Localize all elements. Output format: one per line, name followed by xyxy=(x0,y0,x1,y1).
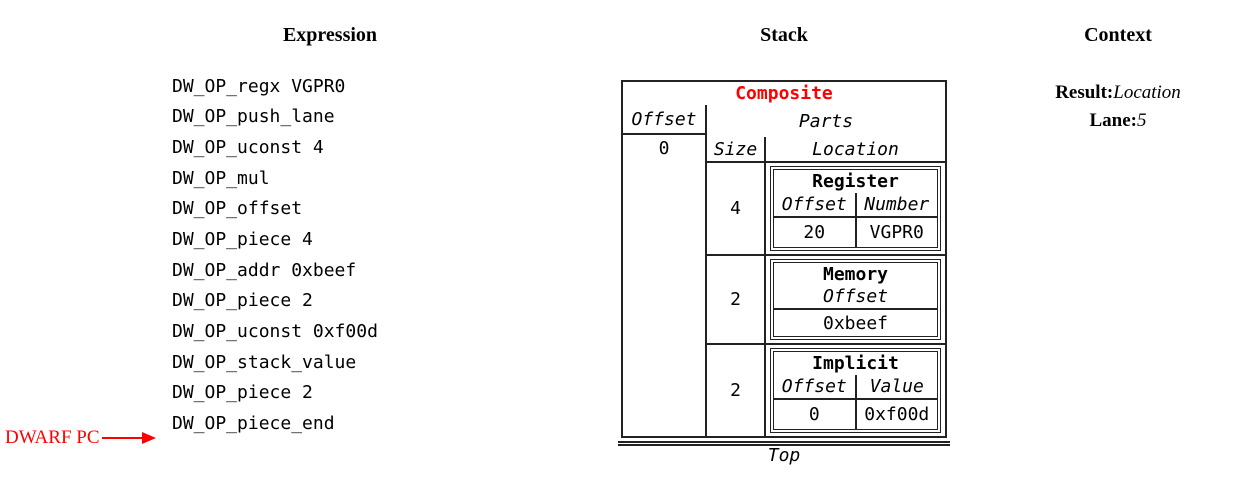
stack-top-label: Top xyxy=(767,445,801,466)
expression-op-line: DW_OP_mul xyxy=(172,167,270,189)
implicit-offset-header: Offset xyxy=(774,375,857,398)
expression-op-line: DW_OP_piece_end xyxy=(172,412,335,434)
memory-offset-header: Offset xyxy=(822,286,889,308)
expression-op-line: DW_OP_piece 2 xyxy=(172,382,313,404)
parts-size-column: Size 4 2 2 xyxy=(707,137,766,436)
context-body: Result:Location Lane:5 xyxy=(1018,79,1218,135)
part-size-value: 2 xyxy=(730,380,741,401)
part-location-cell: Implicit Offset Value 0 0xf00d xyxy=(766,345,945,436)
stack-column-title: Stack xyxy=(760,24,808,46)
register-location-table: Register Offset Number 20 VGPR0 xyxy=(770,166,941,251)
dwarf-pc-arrow-line xyxy=(101,437,142,439)
expression-op-line: DW_OP_push_lane xyxy=(172,106,335,128)
composite-offset-column: Offset 0 xyxy=(623,105,707,436)
composite-offset-value: 0 xyxy=(658,137,670,159)
expression-op-line: DW_OP_piece 2 xyxy=(172,290,313,312)
result-value: Location xyxy=(1113,82,1181,103)
implicit-value-value: 0xf00d xyxy=(864,404,930,425)
register-offset-header: Offset xyxy=(774,193,857,216)
part-location-cell: Memory Offset 0xbeef xyxy=(766,256,945,345)
expression-op-line: DW_OP_regx VGPR0 xyxy=(172,75,346,97)
expression-op-line: DW_OP_uconst 0xf00d xyxy=(172,320,378,342)
register-number-value: VGPR0 xyxy=(869,222,924,243)
memory-offset-value: 0xbeef xyxy=(822,312,889,334)
lane-label: Lane: xyxy=(1089,110,1138,131)
register-title: Register xyxy=(812,171,899,192)
stack-composite-table: Composite Offset 0 Parts Size 4 2 2 Loca… xyxy=(621,80,947,438)
expression-op-line: DW_OP_piece 4 xyxy=(172,229,313,251)
result-label: Result: xyxy=(1055,82,1114,103)
composite-title: Composite xyxy=(735,83,833,104)
composite-offset-header: Offset xyxy=(623,105,705,135)
part-location-cell: Register Offset Number 20 VGPR0 xyxy=(766,163,945,256)
context-lane-line: Lane:5 xyxy=(1018,107,1218,135)
parts-location-column: Location Register Offset Number xyxy=(766,137,945,436)
implicit-location-table: Implicit Offset Value 0 0xf00d xyxy=(770,348,941,433)
register-number-header: Number xyxy=(864,194,930,215)
expression-column-title: Expression xyxy=(282,24,378,46)
implicit-offset-value: 0 xyxy=(774,400,857,429)
composite-parts-body: Size 4 2 2 Location Register xyxy=(707,137,945,436)
dwarf-pc-arrowhead-icon xyxy=(141,432,156,444)
context-column-title: Context xyxy=(1084,24,1152,46)
composite-parts-header: Parts xyxy=(798,110,854,132)
dwarf-pc-label: DWARF PC xyxy=(5,427,100,448)
expression-op-line: DW_OP_uconst 4 xyxy=(172,137,324,159)
memory-title: Memory xyxy=(822,263,889,285)
part-size-value: 2 xyxy=(707,256,764,345)
stack-top-divider xyxy=(618,441,950,446)
register-offset-value: 20 xyxy=(774,218,857,247)
expression-op-line: DW_OP_stack_value xyxy=(172,351,357,373)
composite-table-body: Offset 0 Parts Size 4 2 2 Location xyxy=(623,105,945,436)
implicit-value-header: Value xyxy=(869,376,924,397)
composite-parts-column: Parts Size 4 2 2 Location Register xyxy=(707,105,945,436)
context-result-line: Result:Location xyxy=(1018,79,1218,107)
implicit-title: Implicit xyxy=(812,353,899,374)
part-size-value: 4 xyxy=(707,163,764,256)
expression-list: DW_OP_regx VGPR0 DW_OP_push_lane DW_OP_u… xyxy=(172,71,378,439)
dwarf-pc-pointer: DWARF PC xyxy=(5,427,156,449)
memory-location-table: Memory Offset 0xbeef xyxy=(770,259,941,340)
expression-op-line: DW_OP_offset xyxy=(172,198,303,220)
expression-op-line: DW_OP_addr 0xbeef xyxy=(172,259,357,281)
location-header: Location xyxy=(766,137,945,163)
lane-value: 5 xyxy=(1137,110,1147,131)
size-header: Size xyxy=(707,137,764,163)
